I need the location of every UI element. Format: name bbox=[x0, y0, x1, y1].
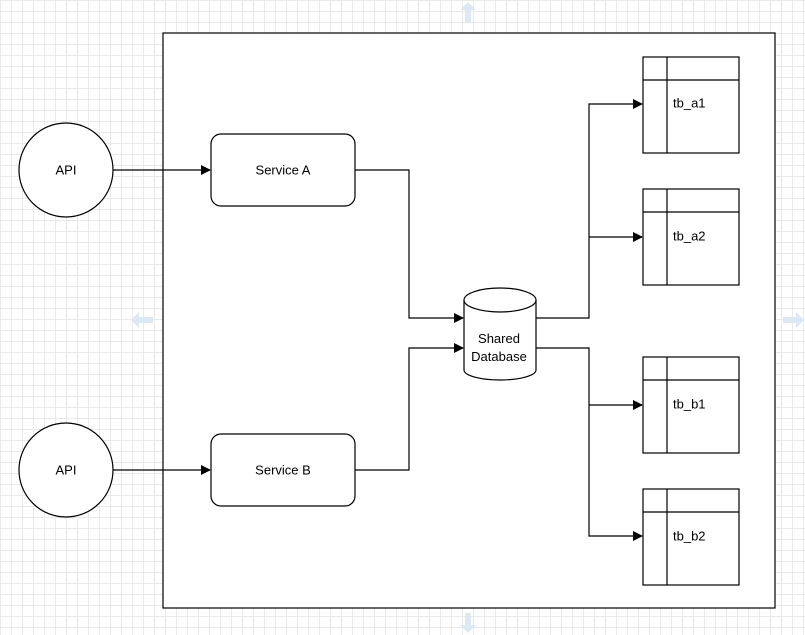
api-label: API bbox=[56, 463, 77, 478]
hint-arrow-left-icon[interactable] bbox=[131, 312, 153, 328]
table-box bbox=[642, 356, 740, 454]
database-cylinder-body bbox=[463, 300, 537, 381]
service-a-node[interactable]: Service A bbox=[210, 133, 356, 207]
table-label: tb_b1 bbox=[673, 397, 706, 412]
edge-database-to-tb-b1[interactable] bbox=[536, 347, 643, 541]
api-label: API bbox=[56, 163, 77, 178]
table-tb-b2[interactable]: tb_b2 bbox=[642, 488, 740, 586]
edge-service-b-to-database[interactable] bbox=[355, 343, 464, 471]
hint-arrow-down-icon[interactable] bbox=[460, 613, 476, 633]
table-box bbox=[642, 188, 740, 286]
database-label-line2: Database bbox=[471, 349, 527, 364]
shared-database-node[interactable]: Shared Database bbox=[463, 287, 537, 381]
api-node-1[interactable]: API bbox=[18, 122, 114, 218]
edge-service-a-to-database[interactable] bbox=[355, 169, 464, 323]
table-tb-a1[interactable]: tb_a1 bbox=[642, 56, 740, 154]
table-tb-b1[interactable]: tb_b1 bbox=[642, 356, 740, 454]
database-label-line1: Shared bbox=[478, 331, 520, 346]
service-b-label: Service B bbox=[255, 463, 311, 478]
edge-database-to-tb-a1[interactable] bbox=[536, 99, 643, 319]
table-tb-a2[interactable]: tb_a2 bbox=[642, 188, 740, 286]
table-box bbox=[642, 488, 740, 586]
service-a-label: Service A bbox=[256, 163, 311, 178]
api-node-2[interactable]: API bbox=[18, 422, 114, 518]
hint-arrow-up-icon[interactable] bbox=[460, 2, 476, 22]
database-cylinder-top bbox=[463, 287, 537, 313]
hint-arrow-right-icon[interactable] bbox=[783, 312, 804, 328]
table-label: tb_b2 bbox=[673, 529, 706, 544]
table-box bbox=[642, 56, 740, 154]
service-b-node[interactable]: Service B bbox=[210, 433, 356, 507]
table-label: tb_a1 bbox=[673, 96, 706, 111]
table-label: tb_a2 bbox=[673, 229, 706, 244]
